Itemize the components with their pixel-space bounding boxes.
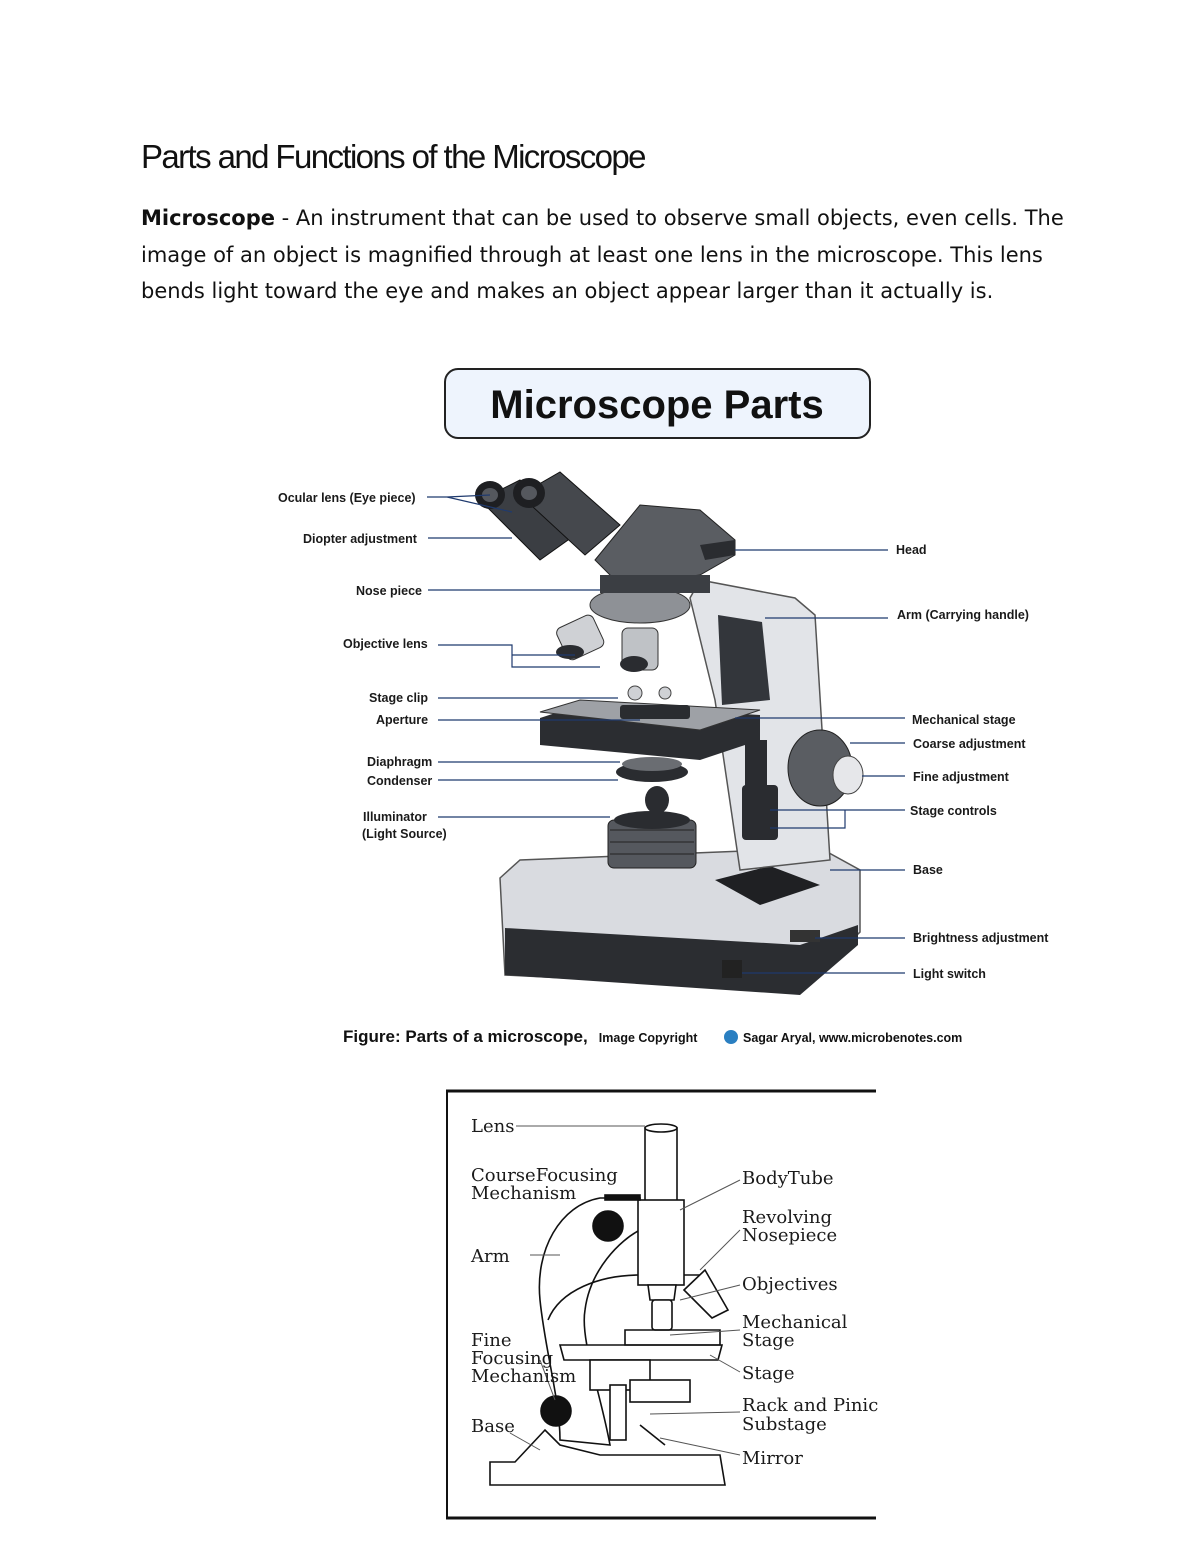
label-base-simple: Base [471,1416,515,1437]
label-body-tube: BodyTube [742,1168,834,1189]
label-mirror: Mirror [742,1448,803,1469]
label-arm-simple: Arm [470,1246,510,1267]
label-objectives: Objectives [742,1274,838,1295]
label-stage-simple: Stage [742,1363,794,1384]
label-lens: Lens [471,1116,514,1137]
label-rack-1: Rack and Pinic [742,1395,878,1416]
label-rack-2: Substage [742,1414,827,1435]
label-course-focusing-2: Mechanism [471,1183,576,1204]
label-nosepiece-2: Nosepiece [742,1225,837,1246]
label-fine-3: Mechanism [471,1366,576,1387]
label-mechanical-2: Stage [742,1330,794,1351]
